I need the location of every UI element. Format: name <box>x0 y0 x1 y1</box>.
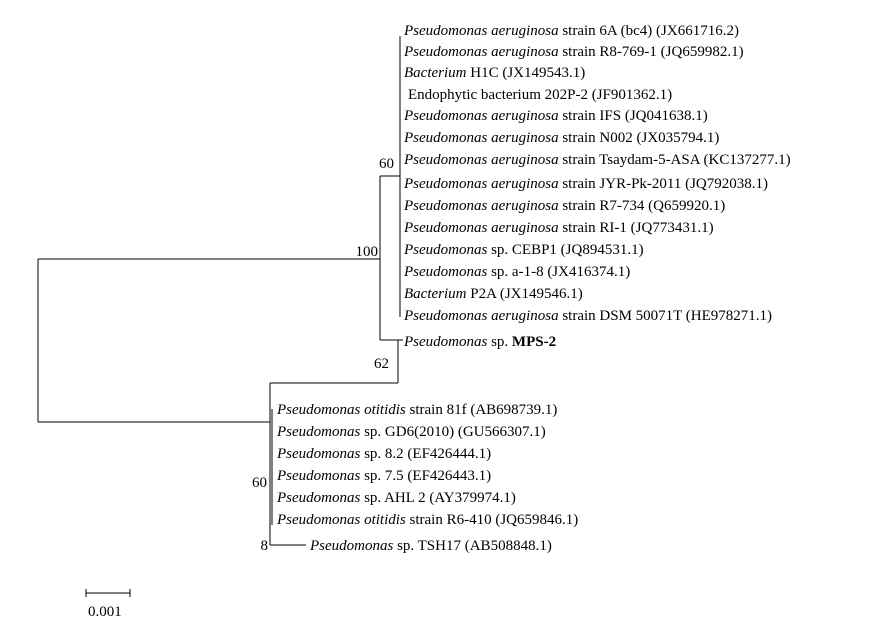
scale-bar-label: 0.001 <box>88 604 122 620</box>
leaf-label: Pseudomonas sp. AHL 2 (AY379974.1) <box>276 490 516 506</box>
query-leaf-label: Pseudomonas sp. MPS-2 <box>403 334 556 350</box>
bootstrap-value: 60 <box>379 156 394 172</box>
bootstrap-value: 8 <box>261 538 269 554</box>
leaf-label: Pseudomonas aeruginosa strain IFS (JQ041… <box>403 108 708 124</box>
leaf-label: Pseudomonas sp. 8.2 (EF426444.1) <box>276 446 491 462</box>
bootstrap-value: 60 <box>252 475 267 491</box>
leaf-label: Pseudomonas aeruginosa strain JYR-Pk-201… <box>403 176 768 192</box>
leaf-label: Endophytic bacterium 202P-2 (JF901362.1) <box>408 87 672 103</box>
tree-branches <box>37 36 403 597</box>
leaf-label: Pseudomonas aeruginosa strain R7-734 (Q6… <box>403 198 725 214</box>
tsh17-leaf-label: Pseudomonas sp. TSH17 (AB508848.1) <box>309 538 552 554</box>
leaf-label: Pseudomonas sp. 7.5 (EF426443.1) <box>276 468 491 484</box>
leaf-label: Bacterium P2A (JX149546.1) <box>404 286 583 302</box>
leaf-label: Pseudomonas sp. CEBP1 (JQ894531.1) <box>403 242 644 258</box>
leaf-label: Pseudomonas aeruginosa strain RI-1 (JQ77… <box>403 220 714 236</box>
leaf-label: Pseudomonas aeruginosa strain 6A (bc4) (… <box>403 23 739 39</box>
leaf-label: Pseudomonas otitidis strain R6-410 (JQ65… <box>276 512 578 528</box>
leaf-label: Pseudomonas aeruginosa strain DSM 50071T… <box>403 308 772 324</box>
leaf-label: Pseudomonas sp. GD6(2010) (GU566307.1) <box>276 424 546 440</box>
leaf-label: Pseudomonas aeruginosa strain N002 (JX03… <box>403 130 719 146</box>
clade-b-leaves: Pseudomonas otitidis strain 81f (AB69873… <box>276 402 578 528</box>
bootstrap-value: 100 <box>356 244 379 260</box>
bootstrap-value: 62 <box>374 356 389 372</box>
clade-a-leaves: Pseudomonas aeruginosa strain 6A (bc4) (… <box>403 23 791 324</box>
leaf-label: Bacterium H1C (JX149543.1) <box>404 65 585 81</box>
leaf-label: Pseudomonas sp. a-1-8 (JX416374.1) <box>403 264 630 280</box>
leaf-label: Pseudomonas aeruginosa strain Tsaydam-5-… <box>403 152 791 168</box>
leaf-label: Pseudomonas otitidis strain 81f (AB69873… <box>276 402 557 418</box>
leaf-label: Pseudomonas aeruginosa strain R8-769-1 (… <box>403 44 744 60</box>
